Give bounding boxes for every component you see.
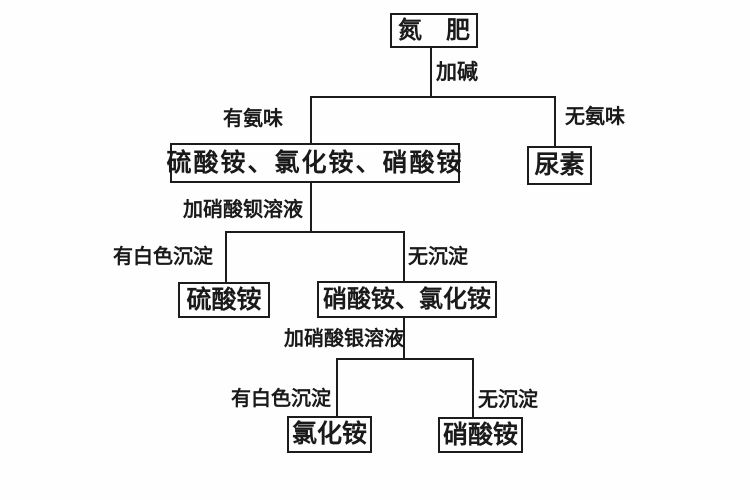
connector-ncgroup-down (403, 317, 405, 360)
node-ammonium-nitrate: 硝酸铵 (438, 417, 523, 453)
connector-branch2-right-down (403, 231, 405, 282)
node-ammonium-sulfate: 硫酸铵 (178, 282, 270, 318)
edge-label-add-silver-nitrate-solution: 加硝酸银溶液 (284, 328, 404, 350)
edge-label-add-barium-nitrate-solution: 加硝酸钡溶液 (183, 199, 303, 221)
node-nitrogen-fertilizer: 氮 肥 (390, 13, 478, 48)
node-ammonium-chloride: 氯化铵 (287, 416, 372, 453)
edge-label-add-alkali: 加碱 (436, 61, 478, 84)
connector-nitrogen-down (430, 48, 432, 98)
connector-branch1-left-down (310, 96, 312, 144)
edge-label-no-precipitate-2: 无沉淀 (478, 389, 538, 411)
connector-branch2-horizontal (225, 231, 405, 233)
node-nitrate-chloride-group: 硝酸铵、氯化铵 (317, 281, 497, 318)
connector-branch1-right-down (554, 96, 556, 147)
node-ammonium-group: 硫酸铵、氯化铵、硝酸铵 (167, 143, 462, 183)
connector-group1-down (310, 182, 312, 233)
edge-label-no-ammonia-smell: 无氨味 (565, 106, 625, 128)
connector-branch1-horizontal (310, 96, 556, 98)
connector-branch2-left-down (225, 231, 227, 283)
edge-label-no-precipitate-1: 无沉淀 (408, 246, 468, 268)
connector-branch3-left-down (336, 358, 338, 417)
connector-branch3-horizontal (336, 358, 474, 360)
edge-label-white-precipitate-1: 有白色沉淀 (113, 246, 213, 268)
edge-label-white-precipitate-2: 有白色沉淀 (231, 388, 331, 410)
connector-branch3-right-down (472, 358, 474, 418)
node-urea: 尿素 (527, 146, 592, 185)
edge-label-has-ammonia-smell: 有氨味 (223, 108, 283, 130)
